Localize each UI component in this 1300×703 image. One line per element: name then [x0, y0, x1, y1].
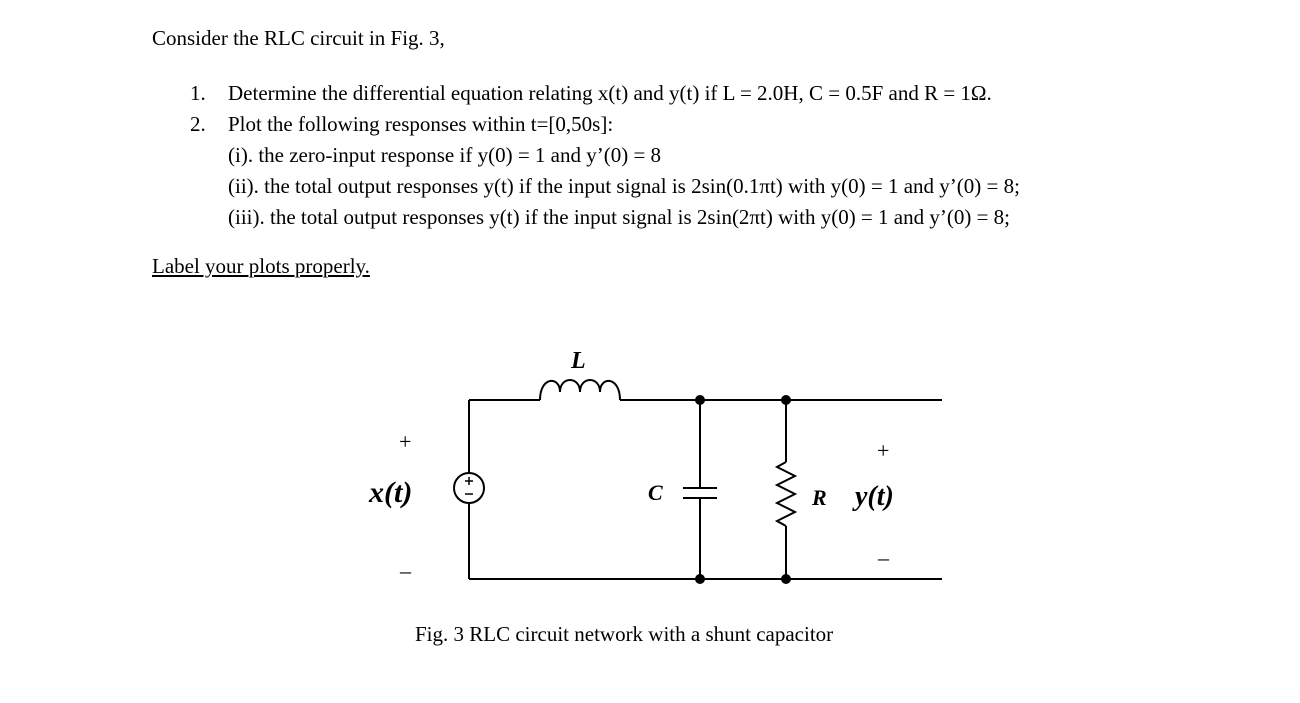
input-minus: – — [399, 558, 412, 583]
sub-question-iii: (iii). the total output responses y(t) i… — [228, 205, 1011, 229]
figure-caption: Fig. 3 RLC circuit network with a shunt … — [415, 622, 834, 646]
sub-question-ii: (ii). the total output responses y(t) if… — [228, 174, 1020, 198]
input-label: x(t) — [368, 476, 412, 509]
source-plus-mark — [465, 477, 473, 485]
question-text: Determine the differential equation rela… — [228, 81, 992, 105]
question-2: 2. Plot the following responses within t… — [190, 109, 1020, 140]
question-list: 1. Determine the differential equation r… — [190, 78, 1020, 233]
question-1: 1. Determine the differential equation r… — [190, 78, 1020, 109]
intro-text: Consider the RLC circuit in Fig. 3, — [152, 26, 445, 50]
output-plus: + — [877, 438, 889, 463]
junction-dot — [781, 395, 791, 405]
capacitor-label: C — [648, 480, 663, 505]
voltage-source-icon — [453, 472, 485, 504]
inductor-label: L — [570, 348, 586, 374]
output-label: y(t) — [852, 481, 894, 512]
sub-question-i: (i). the zero-input response if y(0) = 1… — [228, 143, 662, 167]
question-text: Plot the following responses within t=[0… — [228, 112, 614, 136]
label-note: Label your plots properly. — [152, 254, 370, 278]
output-minus: – — [877, 545, 890, 570]
question-number: 1. — [190, 81, 206, 105]
resistor-zigzag — [774, 461, 798, 527]
junction-dot — [695, 395, 705, 405]
resistor-label: R — [811, 485, 827, 510]
input-plus: + — [399, 429, 411, 454]
junction-dot — [781, 574, 791, 584]
question-number: 2. — [190, 112, 206, 136]
inductor-coil — [539, 379, 621, 401]
junction-dot — [695, 574, 705, 584]
